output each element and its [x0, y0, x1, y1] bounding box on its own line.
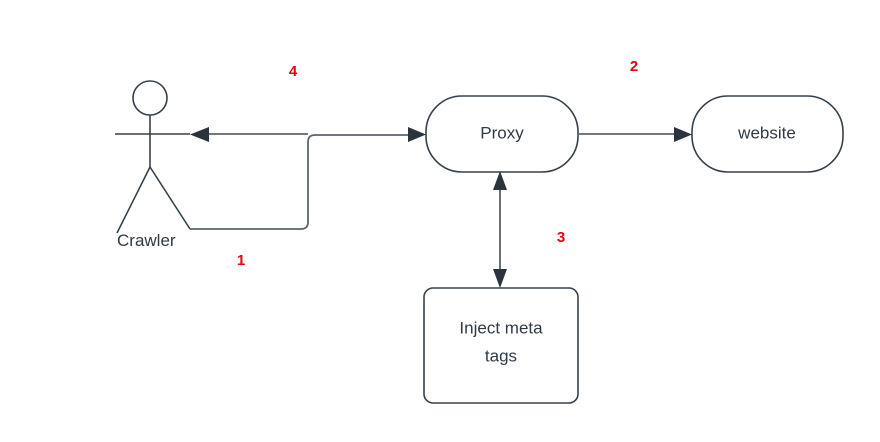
edge-proxy-to-website [578, 127, 692, 142]
crawler-label: Crawler [117, 231, 176, 250]
edge-proxy-to-crawler [190, 127, 308, 142]
proxy-label: Proxy [480, 123, 524, 142]
node-proxy[interactable]: Proxy [425, 95, 579, 173]
edge-crawler-to-proxy-arrowhead [408, 127, 426, 142]
step-label-3: 3 [557, 229, 565, 246]
crawler-head-icon [132, 80, 168, 116]
edge-proxy-to-crawler-arrowhead [190, 127, 209, 142]
node-inject-meta-tags[interactable]: Inject meta tags [423, 287, 579, 404]
node-crawler[interactable]: Crawler [115, 80, 191, 250]
inject-meta-tags-shape [423, 287, 579, 404]
inject-meta-tags-label-line2: tags [485, 346, 517, 365]
edge-crawler-to-proxy-path [190, 134, 418, 230]
edge-crawler-to-proxy [190, 127, 426, 230]
edge-proxy-to-inject-arrowhead-down [493, 269, 507, 288]
edge-proxy-to-inject-arrowhead-up [493, 171, 507, 190]
edge-proxy-to-inject [493, 171, 507, 288]
inject-meta-tags-label-line1: Inject meta [459, 318, 543, 337]
website-shape [691, 95, 844, 173]
node-website[interactable]: website [691, 95, 844, 173]
crawler-left-leg-line [116, 166, 151, 234]
crawler-right-leg-line [149, 166, 191, 230]
edge-proxy-to-website-arrowhead [674, 127, 692, 142]
step-label-4: 4 [289, 63, 298, 80]
website-label: website [737, 123, 796, 142]
step-label-2: 2 [630, 58, 638, 75]
step-label-1: 1 [237, 252, 245, 269]
